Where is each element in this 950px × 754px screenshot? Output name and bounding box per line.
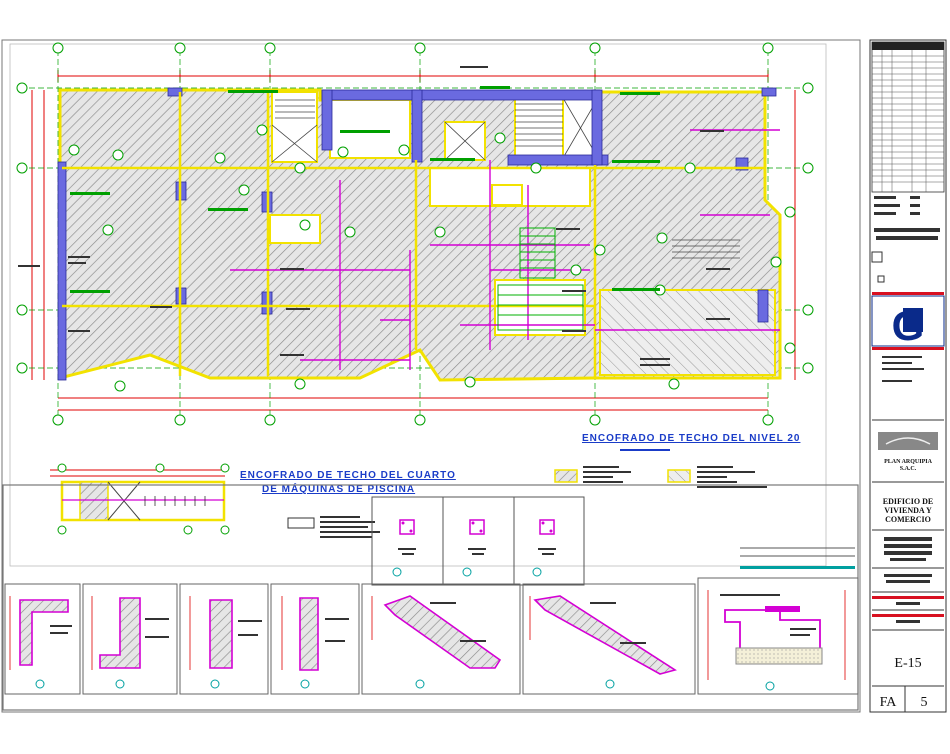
- main-plan-title: ENCOFRADO DE TECHO DEL NIVEL 20: [582, 433, 800, 444]
- sheet-border: [1, 39, 861, 713]
- project-name-line1: EDIFICIO DE: [883, 497, 933, 506]
- main-floor-plan: [16, 42, 814, 426]
- machine-room-plan: [50, 463, 230, 535]
- sheet-number: 5: [921, 695, 928, 710]
- section-details-row: [4, 577, 859, 695]
- scale-note: [620, 449, 670, 451]
- sheet-prefix: FA: [880, 695, 898, 710]
- project-name-line3: COMERCIO: [885, 515, 931, 524]
- project-name-line2: VIVIENDA Y: [884, 506, 932, 515]
- sheet-code: E-15: [894, 656, 921, 671]
- company-name: PLAN ARQUIPIA: [884, 459, 933, 465]
- title-block: G PLAN ARQUIPIA S.A.C. EDIFICIO DE VIVIE…: [869, 39, 947, 713]
- scale-bar: [740, 547, 855, 569]
- general-notes: [287, 516, 380, 538]
- company-suffix: S.A.C.: [900, 466, 917, 472]
- column-details: [371, 496, 585, 586]
- hatch-legend: [554, 466, 767, 488]
- secondary-title-line2: DE MÁQUINAS DE PISCINA: [262, 482, 415, 495]
- secondary-title-line1: ENCOFRADO DE TECHO DEL CUARTO: [240, 470, 456, 481]
